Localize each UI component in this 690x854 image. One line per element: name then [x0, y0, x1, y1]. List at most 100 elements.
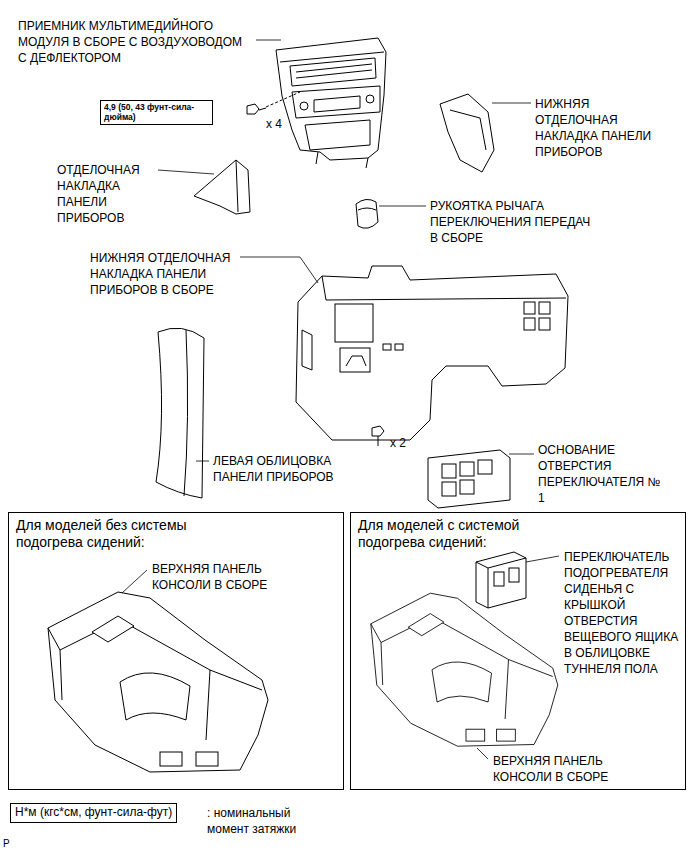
switch-base-line: [428, 450, 510, 508]
part-name: ОТДЕЛОЧНАЯ НАКЛАДКА ПАНЕЛИ ПРИБОРОВ: [57, 162, 157, 226]
part-name: НИЖНЯЯ ОТДЕЛОЧНАЯ НАКЛАДКА ПАНЕЛИ ПРИБОР…: [535, 96, 665, 160]
leader-lines: [122, 40, 559, 759]
part-name: ВЕРХНЯЯ ПАНЕЛЬ КОНСОЛИ В СБОРЕ: [152, 561, 302, 593]
lower-panel-assembly-line: [524, 318, 535, 330]
part-name: ПЕРЕКЛЮЧАТЕЛЬ ПОДОГРЕВАТЕЛЯ СИДЕНЬЯ С КР…: [564, 549, 682, 677]
console-panel-left-line: [196, 752, 218, 766]
leader-lines-line: [492, 103, 531, 104]
box-text: Для моделей с системой подогрева сидений…: [351, 513, 558, 551]
lower-panel-assembly-line: [524, 302, 535, 314]
console-panel-left: [48, 592, 268, 772]
leader-lines-line: [196, 461, 209, 462]
console-panel-left-line: [92, 616, 134, 642]
seat-heater-switch-line: [494, 572, 504, 586]
lower-finish-panel-right-line: [450, 110, 486, 150]
multimedia-receiver-line: [300, 102, 308, 110]
finish-panel-left-line: [194, 160, 250, 214]
multimedia-receiver-line: [305, 120, 370, 150]
lower-panel-assembly-line: [296, 266, 568, 440]
multimedia-receiver-line: [292, 86, 380, 118]
seat-heater-switch-line: [476, 552, 526, 608]
lower-panel-assembly-line: [322, 276, 566, 300]
leader-lines-line: [256, 40, 281, 41]
console-panel-left-line: [160, 752, 182, 766]
quantity: x 2: [390, 435, 406, 451]
leader-lines-line: [158, 170, 214, 174]
lower-panel-assembly-line: [335, 304, 373, 342]
torque-box: 4,9 (50, 43 фунт-сила-дюйма): [100, 100, 213, 125]
leader-lines-line: [477, 748, 488, 759]
multimedia-receiver-line: [276, 38, 386, 160]
shift-knob: [356, 199, 378, 228]
page-mark: P: [3, 838, 10, 850]
lower-panel-assembly-line: [383, 344, 391, 350]
console-panel-left-line: [60, 650, 210, 740]
lower-panel-assembly-line: [346, 356, 366, 366]
multimedia-receiver-line: [314, 96, 360, 112]
bolt-x2-line: [378, 436, 379, 446]
seat-heater-switch-line: [476, 558, 526, 608]
console-panel-right-line: [381, 643, 509, 720]
lower-panel-assembly-line: [395, 344, 403, 350]
switch-base-line: [442, 464, 456, 478]
bolt-x4-line: [266, 92, 300, 107]
lower-finish-panel-right-line: [440, 94, 494, 172]
multimedia-receiver-line: [290, 58, 376, 86]
box-text: 4,9 (50, 43 фунт-сила-дюйма): [104, 102, 209, 122]
shift-knob-line: [358, 208, 376, 210]
lower-panel-assembly-line: [539, 318, 550, 330]
multimedia-receiver: [276, 38, 386, 168]
console-panel-left-line: [48, 592, 268, 772]
switch-base-line: [478, 460, 492, 474]
multimedia-receiver-line: [366, 95, 374, 103]
lower-panel-assembly-line: [340, 348, 370, 372]
bolt-x2-line: [372, 426, 384, 436]
part-name: РУКОЯТКА РЫЧАГА ПЕРЕКЛЮЧЕНИЯ ПЕРЕДАЧ В С…: [430, 198, 600, 246]
switch-base-line: [460, 462, 474, 476]
console-panel-right-line: [497, 729, 516, 741]
quantity: x 4: [266, 116, 282, 132]
seat-heater-switch-line: [509, 568, 519, 582]
legend-note: : номинальный момент затяжки: [207, 805, 317, 837]
part-name: НИЖНЯЯ ОТДЕЛОЧНАЯ НАКЛАДКА ПАНЕЛИ ПРИБОР…: [90, 250, 240, 298]
variant-panel: Для моделей без системы подогрева сидени…: [8, 512, 344, 790]
box-text: Для моделей без системы подогрева сидени…: [9, 513, 216, 551]
switch-base: [428, 450, 510, 508]
shift-knob-line: [356, 199, 378, 228]
leader-lines-line: [240, 257, 318, 283]
bolt-x4-line: [259, 108, 266, 110]
console-panel-right-line: [432, 662, 492, 702]
variant-panel: Для моделей с системой подогрева сидений…: [350, 512, 686, 790]
part-name: ПРИЕМНИК МУЛЬТИМЕДИЙНОГО МОДУЛЯ В СБОРЕ …: [18, 18, 253, 66]
leader-lines-line: [122, 570, 147, 593]
torque-unit-box: Н*м (кгс*см, фунт-сила-фут): [10, 803, 177, 823]
console-panel-right: [371, 593, 558, 746]
lower-panel-assembly-line: [539, 302, 550, 314]
seat-heater-switch: [476, 552, 526, 608]
finish-panel-left: [194, 160, 250, 214]
switch-base-line: [460, 480, 474, 494]
leader-lines-line: [526, 556, 559, 562]
console-panel-right-line: [466, 729, 485, 741]
part-name: ВЕРХНЯЯ ПАНЕЛЬ КОНСОЛИ В СБОРЕ: [493, 753, 653, 785]
console-panel-right-line: [371, 593, 558, 746]
lower-panel-assembly-line: [302, 330, 312, 370]
leader-lines-line: [379, 206, 426, 207]
leader-lines-line: [509, 454, 534, 455]
lower-panel-assembly: [296, 266, 568, 440]
left-cover: [156, 328, 204, 498]
box-text: Н*м (кгс*см, фунт-сила-фут): [15, 805, 172, 820]
multimedia-receiver-line: [316, 152, 368, 168]
left-cover-line: [156, 328, 204, 498]
multimedia-receiver-line: [296, 64, 372, 78]
part-name: ЛЕВАЯ ОБЛИЦОВКА ПАНЕЛИ ПРИБОРОВ: [213, 453, 383, 485]
console-panel-left-line: [120, 673, 190, 720]
switch-base-line: [442, 482, 456, 496]
part-name: ОСНОВАНИЕ ОТВЕРСТИЯ ПЕРЕКЛЮЧАТЕЛЯ № 1: [538, 442, 663, 506]
console-panel-right-line: [408, 614, 444, 636]
lower-finish-panel-right: [440, 94, 494, 172]
bolt-x4-line: [247, 104, 259, 114]
